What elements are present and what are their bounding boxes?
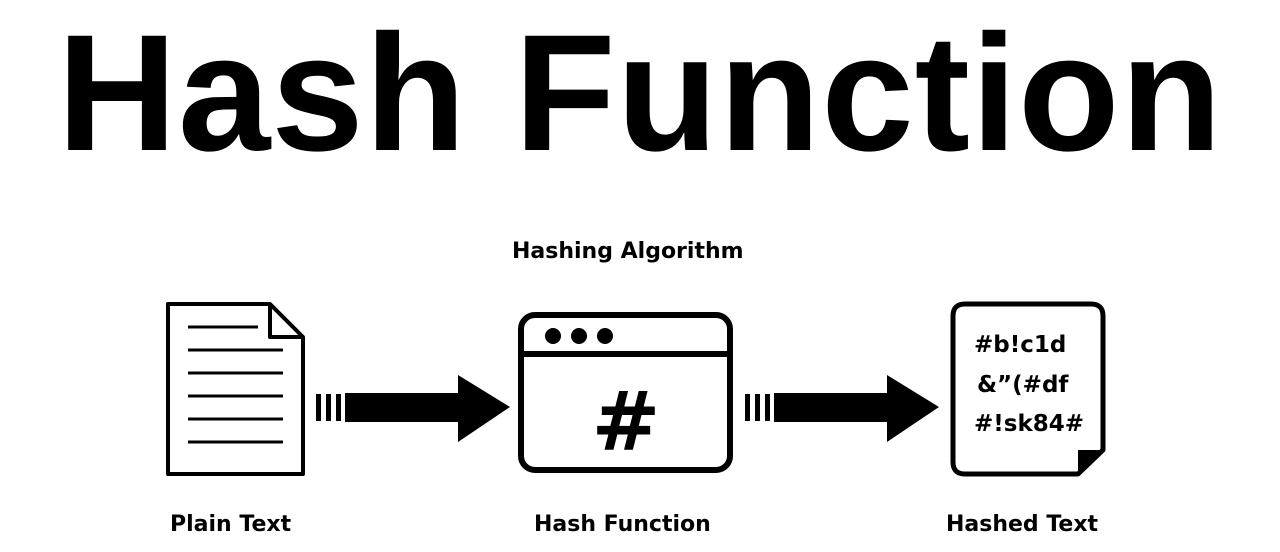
window-dot-icon bbox=[545, 328, 561, 344]
hashed-line: &”(#df bbox=[977, 372, 1069, 398]
hash-function-label: Hash Function bbox=[534, 512, 711, 537]
arrow-right-icon bbox=[316, 375, 510, 442]
hashed-text-label: Hashed Text bbox=[946, 512, 1099, 537]
hashed-line: #!sk84# bbox=[974, 411, 1084, 437]
window-dot-icon bbox=[571, 328, 587, 344]
hashed-text-document-icon: #b!c1d &”(#df #!sk84# bbox=[950, 301, 1106, 477]
hash-symbol: # bbox=[592, 375, 661, 470]
text-lines bbox=[188, 325, 283, 444]
hash-function-window-icon: # bbox=[518, 312, 733, 473]
hashing-algorithm-label: Hashing Algorithm bbox=[512, 239, 744, 264]
hashed-line: #b!c1d bbox=[974, 332, 1066, 358]
page-title: Hash Function bbox=[57, 1, 1223, 186]
plain-text-document-icon bbox=[166, 302, 305, 476]
arrow-right-icon bbox=[745, 375, 939, 442]
plain-text-label: Plain Text bbox=[170, 512, 292, 537]
window-dot-icon bbox=[597, 328, 613, 344]
